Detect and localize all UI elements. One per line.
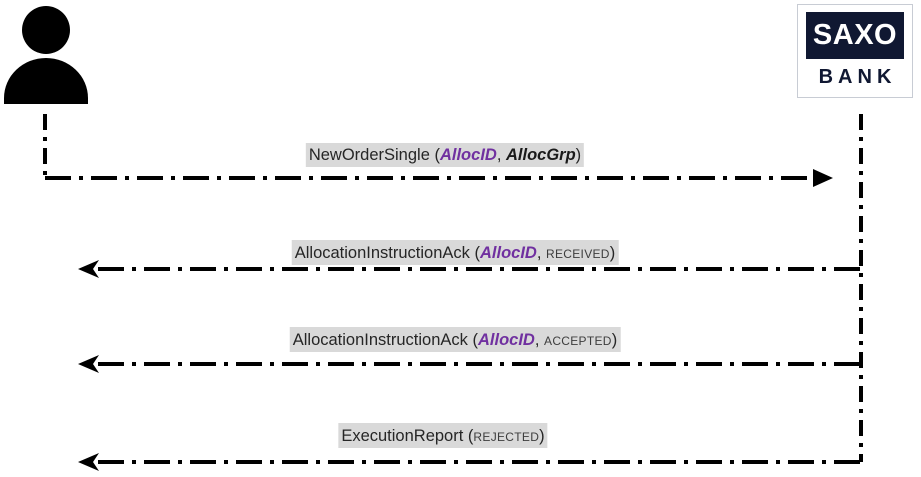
param-separator: , xyxy=(536,244,547,262)
param-alloc-grp: AllocGrp xyxy=(505,146,576,164)
param-status-rejected: REJECTED xyxy=(473,425,540,445)
person-head-icon xyxy=(22,6,70,54)
saxo-bank-logo: SAXO BANK xyxy=(797,4,913,98)
arrowhead-right-icon xyxy=(813,169,833,187)
message-line xyxy=(98,362,861,366)
param-alloc-id: AllocID xyxy=(478,331,535,349)
param-separator: , xyxy=(534,331,545,349)
paren-close: ) xyxy=(609,244,616,262)
paren-close: ) xyxy=(575,146,582,164)
bank-wordmark: BANK xyxy=(806,63,904,91)
paren-close: ) xyxy=(611,331,618,349)
message-label-new-order-single: NewOrderSingle (AllocID, AllocGrp) xyxy=(305,143,585,167)
saxo-logo-text: SAXO xyxy=(812,19,898,51)
person-body-icon xyxy=(4,58,88,104)
message-name: NewOrderSingle xyxy=(308,146,430,164)
message-name: AllocationInstructionAck xyxy=(292,331,468,349)
paren-open: ( xyxy=(429,146,440,164)
param-status-accepted: ACCEPTED xyxy=(544,329,612,349)
saxo-bank-lifeline xyxy=(859,114,863,462)
message-label-allocation-ack-accepted: AllocationInstructionAck (AllocID, ACCEP… xyxy=(289,327,621,352)
param-separator: , xyxy=(496,146,506,164)
client-lifeline xyxy=(43,114,47,178)
arrowhead-left-icon xyxy=(78,353,100,375)
message-name: AllocationInstructionAck xyxy=(294,244,470,262)
saxo-wordmark: SAXO xyxy=(806,12,904,59)
param-alloc-id: AllocID xyxy=(480,244,537,262)
arrowhead-left-icon xyxy=(78,258,100,280)
paren-close: ) xyxy=(539,427,545,445)
message-line xyxy=(98,460,861,464)
paren-open: ( xyxy=(463,427,474,445)
arrowhead-left-icon xyxy=(78,451,100,473)
paren-open: ( xyxy=(469,244,480,262)
param-status-received: RECEIVED xyxy=(546,242,610,262)
param-alloc-id: AllocID xyxy=(439,146,497,164)
paren-open: ( xyxy=(467,331,478,349)
message-label-allocation-ack-received: AllocationInstructionAck (AllocID, RECEI… xyxy=(291,240,619,265)
client-actor-icon xyxy=(4,6,88,104)
message-line xyxy=(45,176,813,180)
message-label-execution-report-rejected: ExecutionReport (REJECTED) xyxy=(338,423,548,448)
message-line xyxy=(98,267,861,271)
message-name: ExecutionReport xyxy=(341,427,464,445)
bank-logo-text: BANK xyxy=(818,66,897,88)
